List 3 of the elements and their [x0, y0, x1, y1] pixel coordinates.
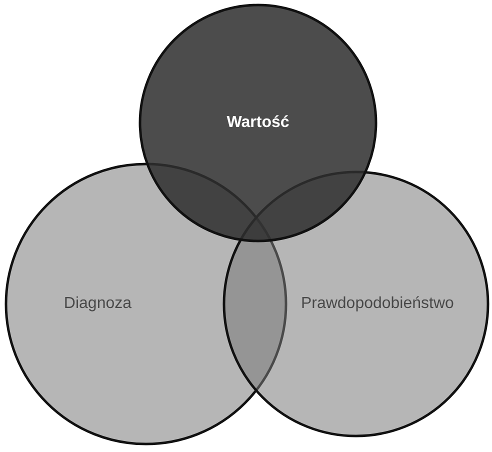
circle-label: Diagnoza — [64, 295, 132, 313]
circle-label: Prawdopodobieństwo — [300, 295, 454, 313]
circle-label: Wartość — [226, 114, 290, 132]
